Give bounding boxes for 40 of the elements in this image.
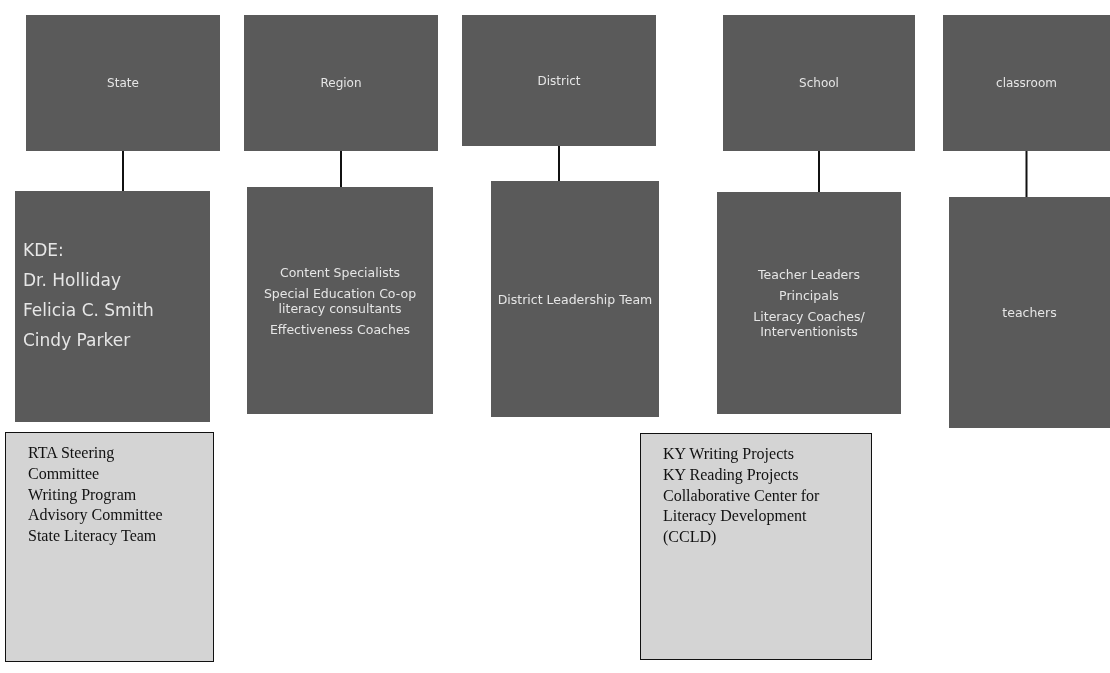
box-text: District Leadership Team [497,291,653,307]
level-box [462,15,656,146]
box-text: teachers [1002,305,1057,320]
box-text: Content Specialists [279,264,401,280]
level-box [943,15,1110,151]
partner-box [640,433,872,660]
partner-box [5,432,214,662]
level-box [723,15,915,151]
box-text: RTA Steering Committee [28,443,116,484]
connector-line [818,150,820,193]
box-text: Effectiveness Coaches [269,321,411,337]
connector-line [340,150,342,188]
box-text: Felicia C. Smith [23,299,154,320]
box-text: Region [320,76,362,90]
box-text: KY Writing Projects [663,444,794,465]
box-text: Dr. Holliday [23,269,121,290]
box-text: KY Reading Projects [663,464,799,486]
connector-line [558,145,560,182]
box-text: Special Education Co-op literacy consultants [262,285,418,316]
box-text: School [799,76,839,90]
box-text: Literacy Coaches/ Interventionists [752,309,866,339]
connector-line [122,150,124,192]
box-text: Principals [779,288,839,303]
box-text: classroom [996,76,1057,90]
box-text: Cindy Parker [23,329,131,350]
role-box [491,181,659,417]
box-text: Teacher Leaders [758,267,860,282]
box-text: District [537,73,581,88]
box-text: KDE: [23,239,64,260]
role-box [949,197,1110,428]
role-box [247,187,433,414]
box-text: Collaborative Center for Literacy Development (CCLD) [663,485,821,548]
role-box [717,192,901,414]
box-text: State Literacy Team [28,526,157,547]
level-box [244,15,438,151]
box-text: Writing Program Advisory Committee [28,484,163,526]
level-box [26,15,220,151]
connector-line [1025,150,1028,198]
box-text: State [107,76,139,90]
role-box [15,191,210,422]
